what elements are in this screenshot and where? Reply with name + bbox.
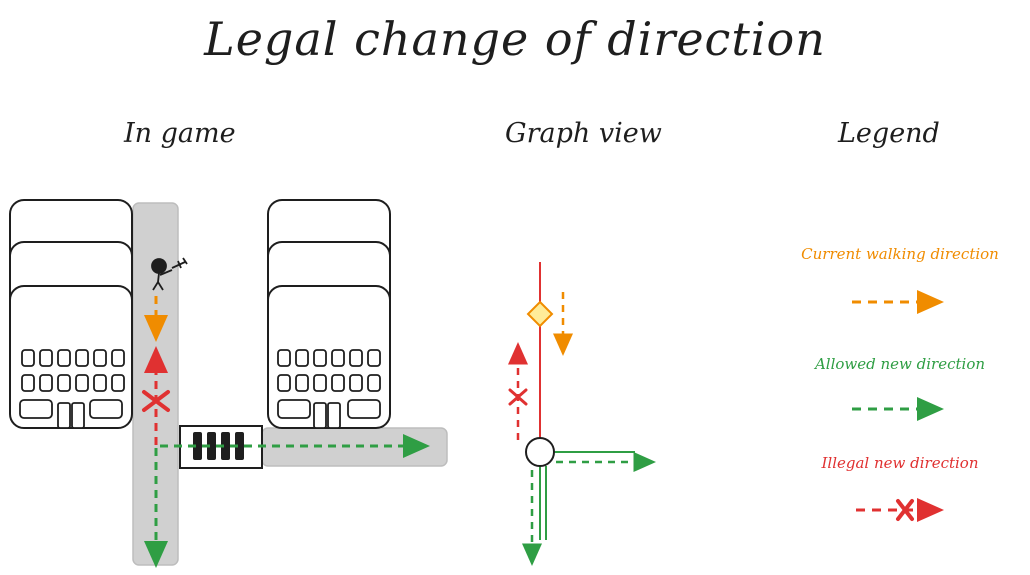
legend (852, 290, 944, 522)
in-game-heading: In game (124, 118, 236, 149)
pedestrian-icon (151, 257, 188, 291)
legend-heading: Legend (838, 118, 940, 149)
building-left (9, 199, 133, 429)
graph-intersection-node (525, 437, 555, 467)
page-title: Legal change of direction (204, 12, 826, 66)
building-right (267, 199, 391, 429)
ingame-illegal-cross-icon (142, 390, 170, 412)
legend-illegal-cross-icon (896, 499, 914, 521)
legend-current-label: Current walking direction (801, 245, 999, 263)
graph-view (508, 262, 656, 566)
in-game-scene (9, 199, 448, 568)
graph-illegal-cross-icon (508, 388, 528, 406)
graph-view-heading: Graph view (505, 118, 662, 149)
legend-illegal-label: Illegal new direction (821, 454, 979, 472)
graph-pedestrian-diamond (526, 300, 554, 328)
legend-allowed-label: Allowed new direction (814, 355, 986, 373)
